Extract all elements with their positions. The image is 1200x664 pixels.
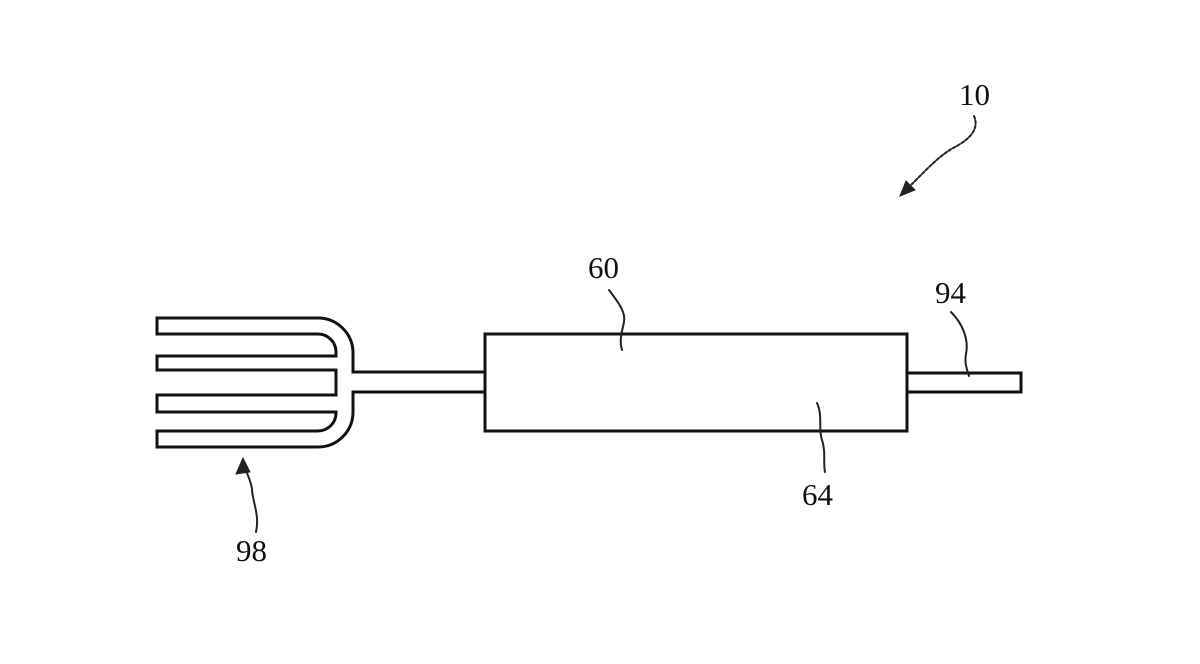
label-98: 98 (236, 533, 267, 568)
label-10: 10 (959, 77, 990, 112)
label-94: 94 (935, 275, 967, 310)
leader-arrow-10 (905, 115, 977, 191)
label-64: 64 (802, 477, 834, 512)
arrowhead-98 (235, 456, 251, 475)
leader-line-60 (608, 289, 626, 351)
leader-line-94 (950, 311, 970, 377)
body-rectangle (483, 332, 909, 433)
leader-line-64 (816, 402, 826, 473)
leader-arrow-98 (243, 464, 259, 533)
fork-element (155, 316, 487, 449)
arrowhead-10 (899, 180, 916, 197)
shaft-element (905, 371, 1023, 394)
label-60: 60 (588, 250, 619, 285)
